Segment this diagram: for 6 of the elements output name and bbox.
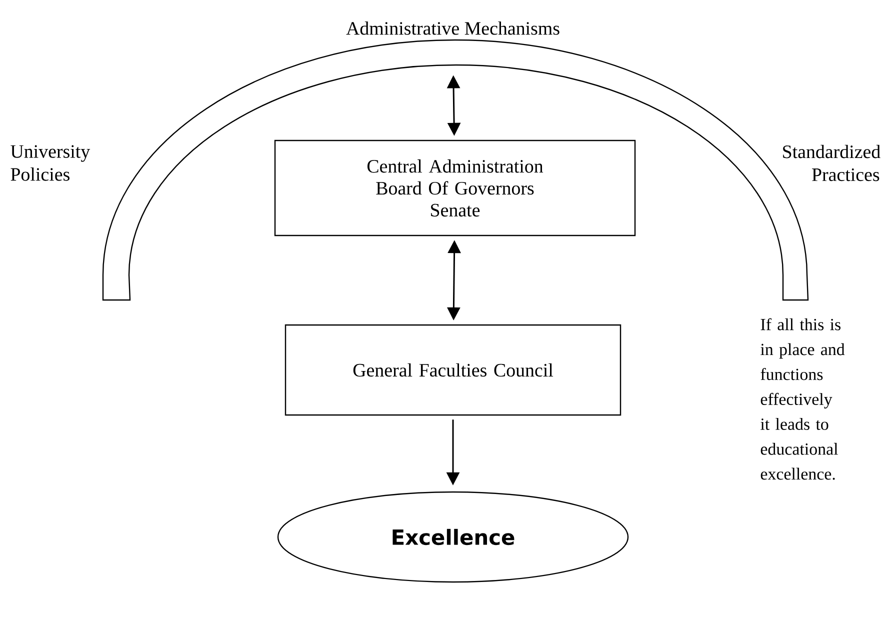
process-box: General Faculties Council — [284, 324, 622, 416]
note-text: If all this is in place and functions effectively it leads to educational excellence. — [760, 318, 845, 480]
arch-heading: Administrative Mechanisms — [346, 22, 560, 35]
side-label: Standardized Practices — [783, 144, 880, 182]
side-label: University Policies — [10, 145, 90, 181]
process-box: Central Administration Board Of Governors Senate — [274, 140, 636, 236]
